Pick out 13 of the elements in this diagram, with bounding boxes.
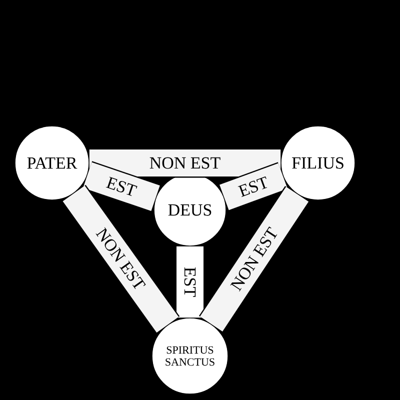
circle-node: DEUS [154,174,226,246]
band [219,162,288,212]
band [89,148,281,178]
band-label: NON EST [148,156,222,170]
band [198,186,310,332]
band-label: EST [104,175,139,198]
circle-node: PATER [14,126,90,200]
circle-node: FILIUS [280,126,356,200]
band [82,161,160,212]
band-label: EST [236,174,271,199]
band [175,246,205,318]
circle-node: SPIRITUS SANCTUS [152,318,228,394]
band [62,184,180,334]
